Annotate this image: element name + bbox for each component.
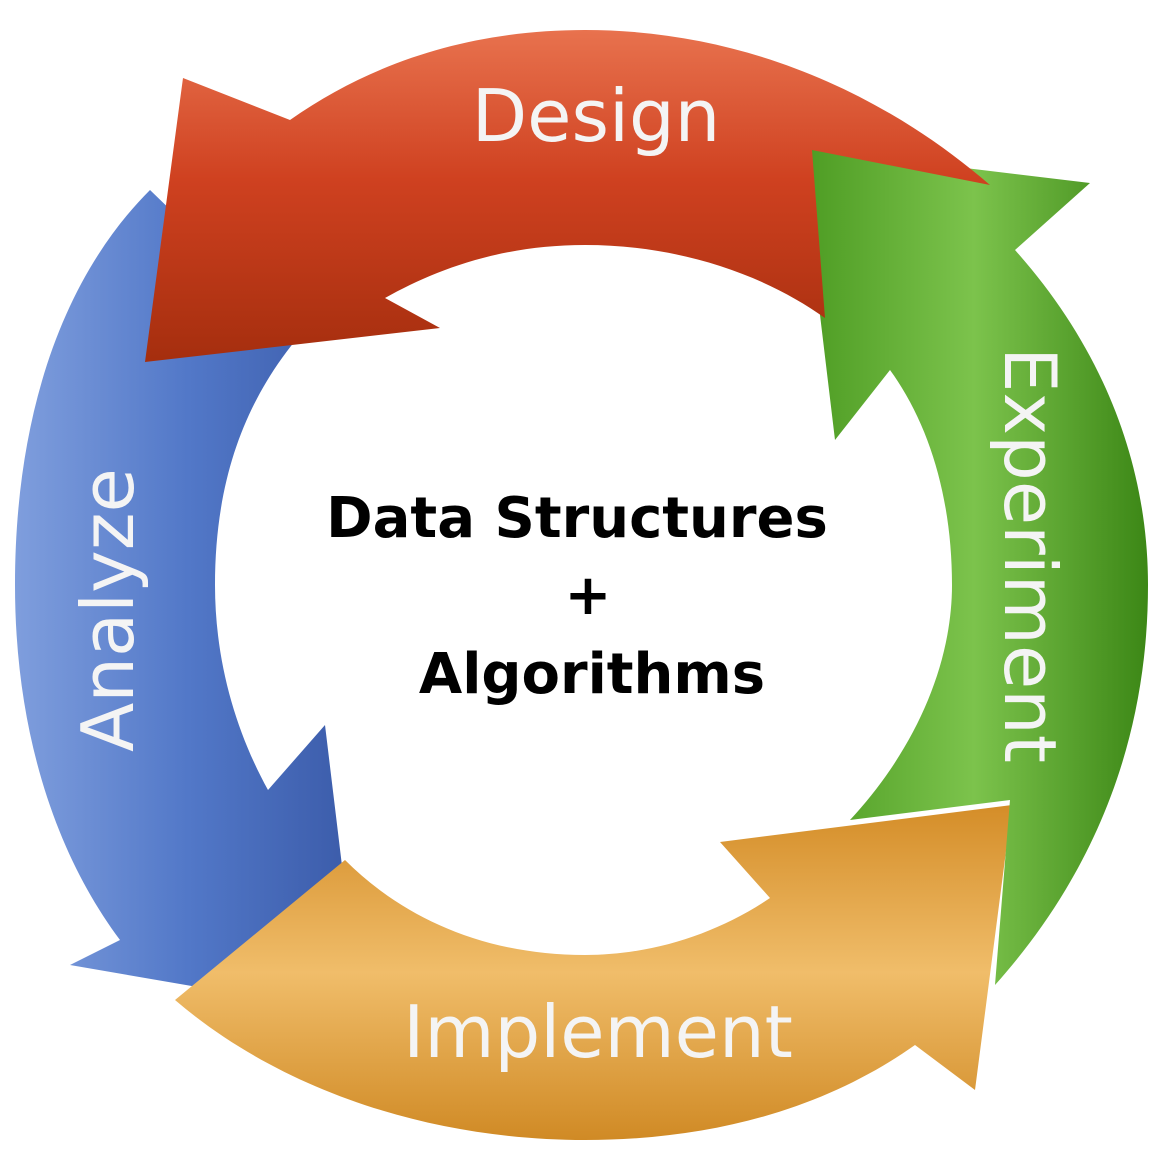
arrow-design <box>145 30 990 362</box>
stage-label-experiment: Experiment <box>988 347 1072 763</box>
center-title-line1: Data Structures <box>326 486 828 551</box>
center-title-plus: + <box>565 563 612 628</box>
arrow-experiment <box>800 148 1148 985</box>
arrow-implement <box>175 805 1012 1140</box>
stage-label-design: Design <box>472 74 721 158</box>
center-title-line3: Algorithms <box>419 642 765 707</box>
stage-label-analyze: Analyze <box>66 468 150 752</box>
stage-label-implement: Implement <box>403 990 793 1074</box>
arrow-analyze <box>15 190 360 1015</box>
